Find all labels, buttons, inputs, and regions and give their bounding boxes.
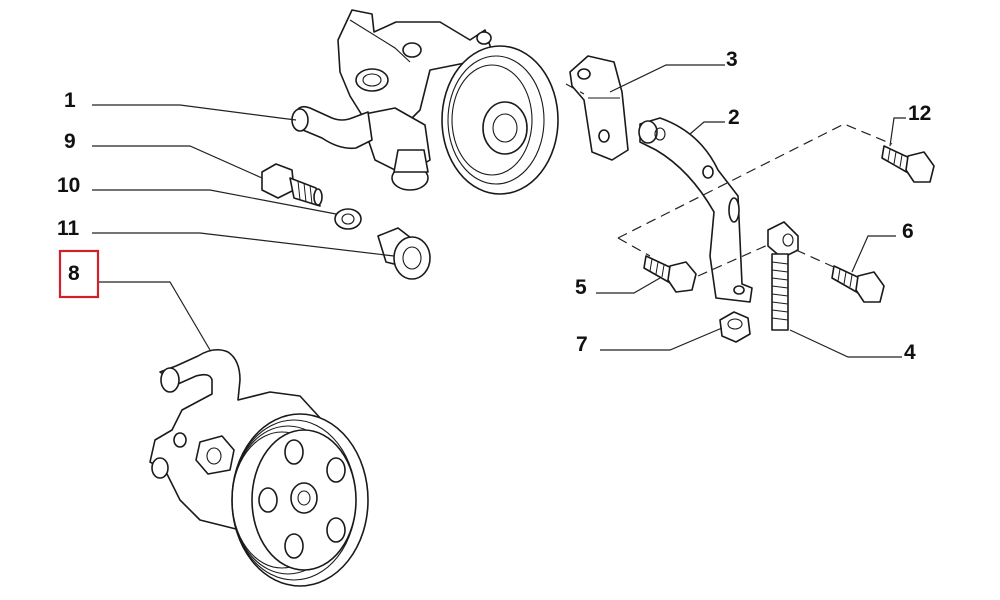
callout-4: 4 xyxy=(904,341,916,364)
callout-7: 7 xyxy=(576,333,588,356)
curved-bracket xyxy=(638,117,753,303)
power-steering-pump xyxy=(149,348,369,587)
highlight-box xyxy=(58,249,100,299)
washer xyxy=(334,208,362,230)
bushing xyxy=(377,227,431,280)
callout-3: 3 xyxy=(726,48,738,71)
banjo-bolt xyxy=(261,163,323,207)
callout-6: 6 xyxy=(902,220,914,243)
callouts: 1 3 2 4 5 6 7 9 10 11 12 8 xyxy=(57,48,931,364)
callout-9: 9 xyxy=(64,130,76,153)
assembly-lines xyxy=(565,83,893,277)
upper-bracket xyxy=(569,55,629,161)
callout-5: 5 xyxy=(575,276,587,299)
callout-8: 8 xyxy=(68,262,80,285)
nut xyxy=(719,311,751,343)
callout-10: 10 xyxy=(57,174,80,197)
leader-lines xyxy=(92,64,906,358)
callout-11: 11 xyxy=(57,217,80,240)
bolt-12 xyxy=(881,145,935,183)
threaded-stud xyxy=(767,221,799,331)
callout-12: 12 xyxy=(908,102,931,125)
callout-2: 2 xyxy=(728,106,740,129)
callout-1: 1 xyxy=(64,89,76,112)
bolt-6 xyxy=(831,265,885,303)
hose-fitting xyxy=(291,105,373,150)
upper-pump-assembly xyxy=(337,9,559,195)
bolt-5 xyxy=(643,255,697,293)
